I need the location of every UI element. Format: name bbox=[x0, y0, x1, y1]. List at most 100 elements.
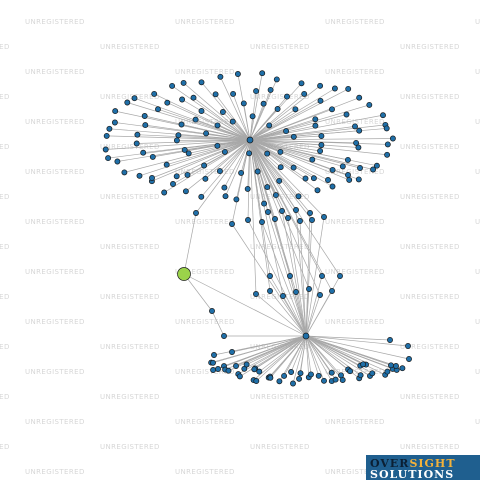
graph-node[interactable] bbox=[344, 156, 351, 163]
graph-node[interactable] bbox=[292, 106, 299, 113]
graph-node[interactable] bbox=[155, 106, 161, 113]
graph-node[interactable] bbox=[317, 97, 324, 104]
graph-node[interactable] bbox=[373, 162, 380, 169]
graph-node[interactable] bbox=[180, 79, 187, 86]
graph-node[interactable] bbox=[309, 217, 315, 223]
graph-node[interactable] bbox=[357, 372, 364, 379]
graph-node[interactable] bbox=[124, 99, 131, 106]
graph-node[interactable] bbox=[329, 288, 335, 294]
graph-node[interactable] bbox=[284, 93, 290, 100]
graph-node[interactable] bbox=[389, 135, 396, 142]
graph-node[interactable] bbox=[214, 122, 221, 129]
graph-node[interactable] bbox=[221, 184, 228, 191]
graph-node[interactable] bbox=[301, 90, 308, 97]
graph-node[interactable] bbox=[272, 192, 279, 199]
graph-node[interactable] bbox=[312, 122, 319, 129]
graph-node[interactable] bbox=[329, 166, 336, 173]
graph-node[interactable] bbox=[387, 337, 393, 343]
graph-node[interactable] bbox=[221, 148, 228, 155]
graph-node[interactable] bbox=[314, 187, 321, 194]
graph-node[interactable] bbox=[198, 79, 205, 86]
graph-node[interactable] bbox=[318, 133, 325, 139]
graph-node[interactable] bbox=[308, 371, 314, 378]
graph-node[interactable] bbox=[370, 166, 377, 173]
graph-node[interactable] bbox=[259, 219, 265, 225]
graph-node[interactable] bbox=[229, 118, 236, 125]
graph-node[interactable] bbox=[217, 73, 224, 80]
graph-node[interactable] bbox=[319, 273, 325, 279]
graph-node[interactable] bbox=[243, 361, 250, 368]
graph-node[interactable] bbox=[310, 175, 317, 182]
graph-node[interactable] bbox=[276, 378, 283, 385]
graph-node[interactable] bbox=[331, 85, 338, 92]
graph-node[interactable] bbox=[112, 108, 119, 115]
graph-node[interactable] bbox=[280, 293, 286, 299]
graph-node[interactable] bbox=[281, 372, 288, 379]
graph-node[interactable] bbox=[179, 96, 186, 103]
graph-node[interactable] bbox=[383, 125, 390, 132]
graph-node[interactable] bbox=[317, 292, 323, 298]
graph-node[interactable] bbox=[261, 200, 268, 207]
graph-node[interactable] bbox=[209, 308, 215, 314]
graph-node[interactable] bbox=[142, 122, 149, 129]
graph-node[interactable] bbox=[384, 141, 391, 148]
graph-node[interactable] bbox=[366, 101, 373, 108]
graph-node[interactable] bbox=[293, 207, 299, 213]
graph-node[interactable] bbox=[384, 368, 391, 375]
graph-node[interactable] bbox=[202, 175, 209, 182]
graph-node[interactable] bbox=[355, 176, 362, 183]
graph-node[interactable] bbox=[253, 88, 260, 95]
graph-node[interactable] bbox=[337, 273, 343, 279]
graph-node[interactable] bbox=[161, 189, 168, 196]
graph-node[interactable] bbox=[136, 172, 143, 179]
graph-node[interactable] bbox=[184, 171, 191, 178]
graph-node[interactable] bbox=[210, 359, 216, 366]
graph-node[interactable] bbox=[102, 146, 109, 153]
graph-node[interactable] bbox=[357, 165, 363, 171]
graph-node[interactable] bbox=[216, 168, 223, 175]
graph-node[interactable] bbox=[285, 215, 291, 221]
graph-node[interactable] bbox=[133, 140, 140, 147]
graph-node[interactable] bbox=[346, 176, 353, 183]
graph-node[interactable] bbox=[290, 380, 296, 387]
graph-node[interactable] bbox=[315, 372, 322, 379]
graph-node[interactable] bbox=[149, 175, 155, 181]
graph-node[interactable] bbox=[267, 273, 273, 279]
graph-node[interactable] bbox=[234, 71, 241, 77]
graph-node[interactable] bbox=[380, 112, 386, 119]
graph-node[interactable] bbox=[203, 130, 210, 137]
graph-node[interactable] bbox=[328, 369, 335, 376]
graph-node[interactable] bbox=[131, 95, 138, 102]
graph-node[interactable] bbox=[121, 169, 128, 176]
graph-node[interactable] bbox=[164, 99, 171, 106]
graph-node[interactable] bbox=[169, 82, 176, 89]
graph-node[interactable] bbox=[356, 127, 363, 134]
graph-node[interactable] bbox=[293, 289, 299, 295]
graph-node[interactable] bbox=[264, 184, 271, 191]
graph-node[interactable] bbox=[321, 377, 327, 384]
graph-node[interactable] bbox=[190, 94, 197, 101]
graph-node[interactable] bbox=[134, 131, 141, 138]
focus-node[interactable] bbox=[177, 267, 191, 281]
graph-node[interactable] bbox=[353, 139, 360, 146]
graph-node[interactable] bbox=[274, 106, 281, 112]
graph-node[interactable] bbox=[236, 373, 243, 380]
graph-node[interactable] bbox=[287, 273, 293, 279]
graph-node[interactable] bbox=[317, 148, 324, 154]
graph-node[interactable] bbox=[111, 119, 118, 126]
graph-node[interactable] bbox=[245, 217, 251, 223]
graph-node[interactable] bbox=[267, 288, 273, 294]
graph-node[interactable] bbox=[273, 76, 280, 83]
graph-node[interactable] bbox=[182, 188, 189, 195]
graph-node[interactable] bbox=[405, 343, 411, 349]
graph-node[interactable] bbox=[219, 109, 226, 115]
graph-node[interactable] bbox=[318, 142, 325, 148]
graph-node[interactable] bbox=[253, 291, 259, 297]
graph-node[interactable] bbox=[388, 362, 394, 369]
graph-node[interactable] bbox=[295, 193, 302, 200]
graph-node[interactable] bbox=[277, 148, 284, 155]
graph-node[interactable] bbox=[141, 113, 148, 119]
graph-node[interactable] bbox=[215, 366, 221, 372]
graph-node[interactable] bbox=[325, 177, 331, 183]
graph-node[interactable] bbox=[279, 208, 285, 214]
